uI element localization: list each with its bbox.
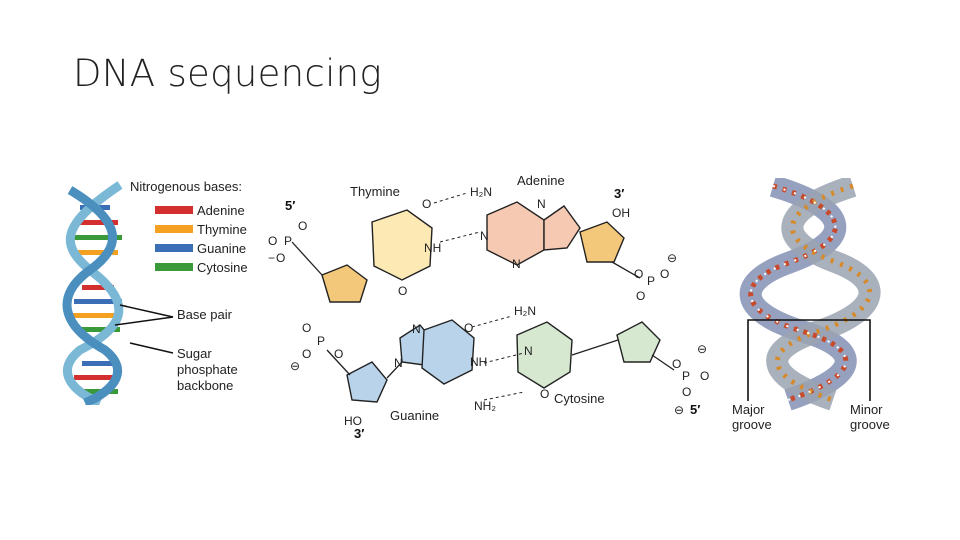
oxygen-label: O [660, 267, 669, 281]
helix-diagram: Nitrogenous bases: Adenine Thymine Guani… [60, 175, 275, 405]
oxygen-label: O [298, 219, 307, 233]
legend-guanine: Guanine [155, 241, 246, 256]
legend-cytosine: Cytosine [155, 260, 248, 275]
nh-label: NH [424, 241, 441, 255]
thymine-label: Thymine [350, 184, 400, 199]
cytosine-label: Cytosine [554, 391, 605, 406]
guanine-label: Guanine [390, 408, 439, 423]
amine-label: H₂N [514, 304, 536, 318]
adenine-six-ring [487, 202, 544, 265]
backbone-label-line1: Sugar [177, 346, 212, 361]
glycosidic-bond [572, 340, 618, 355]
five-prime-end-top: 5′ [285, 198, 295, 213]
major-groove-label-line1: Major [732, 402, 765, 417]
charge-label: ⊖ [697, 342, 707, 356]
oxygen-label: O [398, 284, 407, 298]
oxygen-label: O [268, 234, 277, 248]
oxygen-label: O [700, 369, 709, 383]
charge-label: ⊖ [667, 251, 677, 265]
nitrogen-label: N [537, 197, 546, 211]
oxygen-label: O [302, 347, 311, 361]
legend-label: Cytosine [197, 260, 248, 275]
oxygen-label: O [464, 321, 473, 335]
phosphorus-label: P [647, 274, 655, 288]
sugar-bottom-left [347, 362, 387, 402]
oxygen-label: O [302, 321, 311, 335]
three-prime-end-top: 3′ [614, 186, 624, 201]
nh-label: NH [470, 355, 487, 369]
oxygen-label: O [682, 385, 691, 399]
amine-label: NH₂ [474, 399, 496, 413]
five-prime-end-bottom: 5′ [690, 402, 700, 417]
base-pair-label: Base pair [177, 307, 233, 322]
charge-label: ⊖ [674, 403, 684, 417]
legend-adenine: Adenine [155, 203, 245, 218]
helix-model-atoms [751, 186, 870, 400]
phosphorus-label: P [317, 334, 325, 348]
oxygen-label: O [540, 387, 549, 401]
h-bond [434, 193, 467, 203]
h-bond [472, 316, 512, 327]
oxygen-label: O [422, 197, 431, 211]
backbone-strand-1 [67, 185, 120, 403]
phosphate-bond [292, 242, 322, 275]
adenine-five-ring [544, 206, 580, 250]
hydroxyl-label: OH [612, 206, 630, 220]
sugar-top-left [322, 265, 367, 302]
backbone-label-line3: backbone [177, 378, 233, 393]
helix-model-image: Major groove Minor groove [728, 178, 903, 436]
major-groove-label-line2: groove [732, 417, 772, 432]
legend-label: Guanine [197, 241, 246, 256]
sugar-top-right [580, 222, 624, 262]
nitrogen-label: N [480, 229, 489, 243]
h-bond [440, 232, 480, 242]
legend-thymine: Thymine [155, 222, 247, 237]
amine-label: H₂N [470, 185, 492, 199]
oxygen-label: O [276, 251, 285, 265]
chemical-structure-diagram: Thymine Adenine H₂N O NH N N N O 5′ 3′ O… [262, 170, 727, 442]
slide-title: DNA sequencing [73, 52, 382, 95]
thymine-ring [372, 210, 432, 280]
phosphate-bond [652, 355, 674, 370]
legend-title: Nitrogenous bases: [130, 179, 242, 194]
minor-groove-label-line2: groove [850, 417, 890, 432]
base-pair-pointer [115, 317, 173, 325]
oxygen-label: O [634, 267, 643, 281]
backbone-label-line2: phosphate [177, 362, 238, 377]
adenine-label: Adenine [517, 173, 565, 188]
phosphorus-label: P [682, 369, 690, 383]
nitrogen-label: N [524, 344, 533, 358]
charge-label: − [268, 251, 275, 265]
charge-label: ⊖ [290, 359, 300, 373]
legend-label: Thymine [197, 222, 247, 237]
oxygen-label: O [636, 289, 645, 303]
phosphorus-label: P [284, 234, 292, 248]
nitrogen-label: N [512, 257, 521, 271]
three-prime-end-bottom: 3′ [354, 426, 364, 441]
backbone-pointer [130, 343, 173, 353]
minor-groove-label-line1: Minor [850, 402, 883, 417]
legend-label: Adenine [197, 203, 245, 218]
base-pair-pointer [120, 305, 173, 317]
nitrogen-label: N [412, 322, 421, 336]
